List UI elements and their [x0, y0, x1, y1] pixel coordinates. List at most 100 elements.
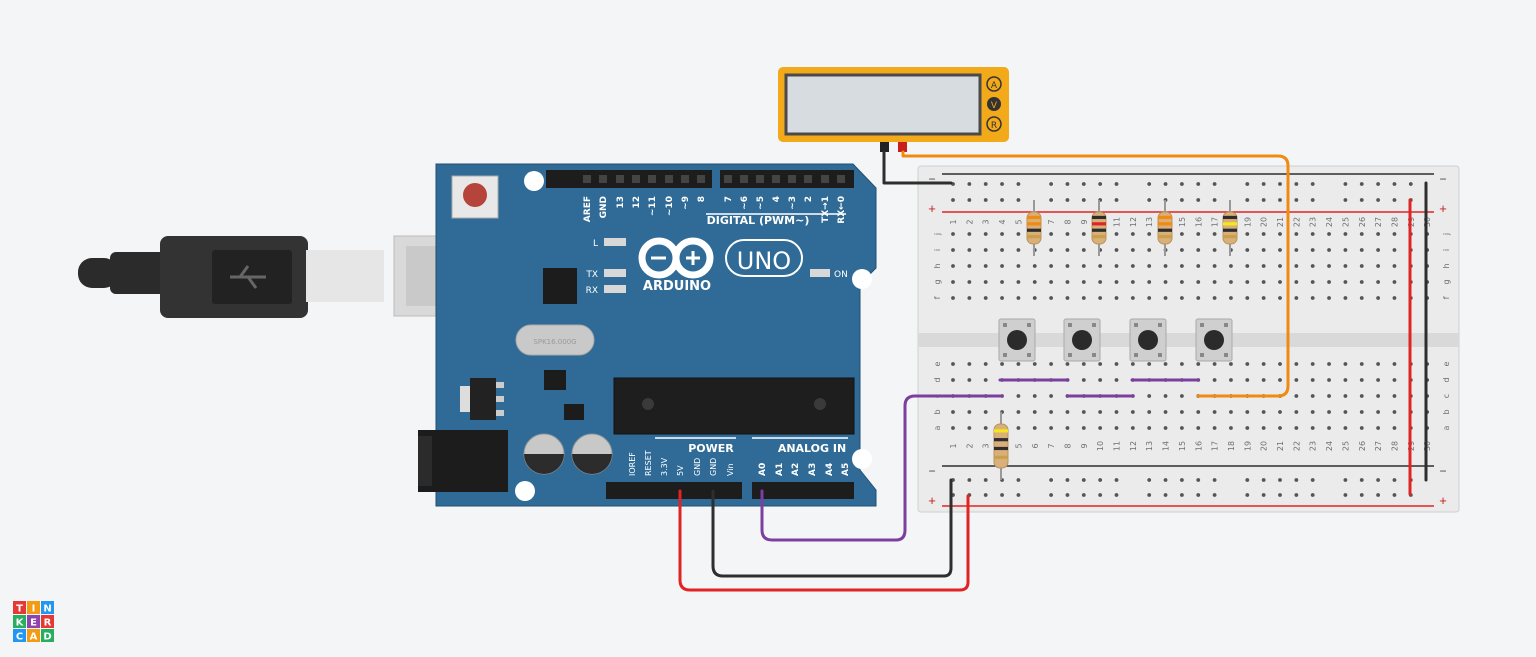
breadboard-hole[interactable]	[1294, 296, 1299, 300]
breadboard-hole[interactable]	[1294, 378, 1299, 382]
rail-hole[interactable]	[1343, 198, 1348, 202]
dc-power-jack[interactable]	[418, 430, 508, 492]
breadboard-hole[interactable]	[1032, 280, 1037, 284]
resistor[interactable]	[1026, 200, 1042, 256]
rail-hole[interactable]	[1147, 478, 1152, 482]
rail-hole[interactable]	[1180, 493, 1184, 497]
breadboard-hole[interactable]	[1049, 426, 1053, 430]
rail-hole[interactable]	[1196, 478, 1201, 482]
breadboard-hole[interactable]	[1294, 264, 1299, 268]
rail-hole[interactable]	[1278, 198, 1282, 202]
breadboard-hole[interactable]	[1016, 232, 1021, 236]
breadboard-hole[interactable]	[1359, 232, 1364, 236]
wire-purple-a0[interactable]	[760, 394, 1004, 542]
breadboard-hole[interactable]	[1081, 410, 1086, 414]
breadboard-hole[interactable]	[1032, 394, 1037, 398]
breadboard-hole[interactable]	[1065, 280, 1070, 284]
rail-hole[interactable]	[1310, 478, 1315, 482]
multimeter[interactable]: A V R	[778, 67, 1009, 152]
probe-red[interactable]	[898, 142, 907, 152]
breadboard-hole[interactable]	[1278, 378, 1282, 382]
breadboard-hole[interactable]	[1245, 426, 1250, 430]
breadboard-hole[interactable]	[1229, 410, 1233, 414]
breadboard-hole[interactable]	[1376, 264, 1380, 268]
rail-hole[interactable]	[1016, 478, 1021, 482]
breadboard-hole[interactable]	[1278, 426, 1282, 430]
rail-hole[interactable]	[1359, 493, 1364, 497]
breadboard-hole[interactable]	[1212, 232, 1217, 236]
breadboard-hole[interactable]	[1049, 296, 1053, 300]
breadboard-hole[interactable]	[1180, 410, 1184, 414]
breadboard-hole[interactable]	[1327, 280, 1331, 284]
breadboard-hole[interactable]	[1327, 296, 1331, 300]
rail-hole[interactable]	[1016, 493, 1021, 497]
breadboard-hole[interactable]	[1229, 362, 1233, 366]
breadboard-hole[interactable]	[1032, 362, 1037, 366]
rail-hole[interactable]	[1180, 182, 1184, 186]
rail-hole[interactable]	[1081, 493, 1086, 497]
breadboard-hole[interactable]	[967, 280, 972, 284]
breadboard-hole[interactable]	[1016, 296, 1021, 300]
breadboard-hole[interactable]	[1310, 232, 1315, 236]
breadboard-hole[interactable]	[1376, 410, 1380, 414]
breadboard-hole[interactable]	[1196, 248, 1201, 252]
breadboard-hole[interactable]	[1392, 394, 1397, 398]
breadboard-hole[interactable]	[1114, 296, 1119, 300]
breadboard-hole[interactable]	[1180, 280, 1184, 284]
header-pin[interactable]	[837, 175, 845, 183]
mode-ampere-button[interactable]: A	[986, 76, 1002, 92]
breadboard-hole[interactable]	[1212, 280, 1217, 284]
breadboard-hole[interactable]	[1147, 248, 1152, 252]
breadboard-hole[interactable]	[1049, 394, 1053, 398]
breadboard-hole[interactable]	[1392, 280, 1397, 284]
analog-header[interactable]	[752, 482, 854, 499]
breadboard-hole[interactable]	[1261, 378, 1266, 382]
breadboard-hole[interactable]	[1310, 248, 1315, 252]
breadboard-hole[interactable]	[1212, 264, 1217, 268]
rail-hole[interactable]	[1392, 182, 1397, 186]
rail-hole[interactable]	[1114, 478, 1119, 482]
rail-hole[interactable]	[1278, 182, 1282, 186]
breadboard-hole[interactable]	[1032, 410, 1037, 414]
breadboard-hole[interactable]	[1049, 232, 1053, 236]
breadboard-hole[interactable]	[1163, 362, 1168, 366]
breadboard-hole[interactable]	[951, 264, 955, 268]
rail-hole[interactable]	[1196, 493, 1201, 497]
rail-hole[interactable]	[1065, 493, 1070, 497]
breadboard-hole[interactable]	[1130, 280, 1135, 284]
breadboard-hole[interactable]	[1212, 426, 1217, 430]
rail-hole[interactable]	[1294, 182, 1299, 186]
breadboard-hole[interactable]	[1392, 248, 1397, 252]
breadboard-hole[interactable]	[1310, 410, 1315, 414]
breadboard-hole[interactable]	[1343, 248, 1348, 252]
breadboard-hole[interactable]	[1310, 378, 1315, 382]
rail-hole[interactable]	[1212, 493, 1217, 497]
rail-hole[interactable]	[1376, 182, 1380, 186]
rail-hole[interactable]	[1000, 198, 1004, 202]
breadboard-hole[interactable]	[1000, 232, 1004, 236]
breadboard-hole[interactable]	[1212, 410, 1217, 414]
breadboard-hole[interactable]	[1081, 232, 1086, 236]
pushbutton[interactable]	[1129, 318, 1167, 362]
breadboard-hole[interactable]	[951, 296, 955, 300]
breadboard-hole[interactable]	[1294, 232, 1299, 236]
rail-hole[interactable]	[1114, 182, 1119, 186]
rail-hole[interactable]	[1245, 478, 1250, 482]
rail-hole[interactable]	[1261, 198, 1266, 202]
breadboard-hole[interactable]	[1359, 248, 1364, 252]
rail-hole[interactable]	[1180, 198, 1184, 202]
header-pin[interactable]	[632, 175, 640, 183]
breadboard-hole[interactable]	[1376, 248, 1380, 252]
breadboard-hole[interactable]	[1278, 232, 1282, 236]
rail-hole[interactable]	[1261, 478, 1266, 482]
breadboard-hole[interactable]	[1294, 394, 1299, 398]
breadboard-hole[interactable]	[1359, 362, 1364, 366]
breadboard-hole[interactable]	[1147, 394, 1152, 398]
breadboard-hole[interactable]	[1081, 378, 1086, 382]
breadboard-hole[interactable]	[1359, 264, 1364, 268]
breadboard-hole[interactable]	[1130, 296, 1135, 300]
breadboard-hole[interactable]	[1359, 426, 1364, 430]
breadboard-hole[interactable]	[1065, 362, 1070, 366]
breadboard-hole[interactable]	[1245, 410, 1250, 414]
breadboard-hole[interactable]	[1114, 362, 1119, 366]
